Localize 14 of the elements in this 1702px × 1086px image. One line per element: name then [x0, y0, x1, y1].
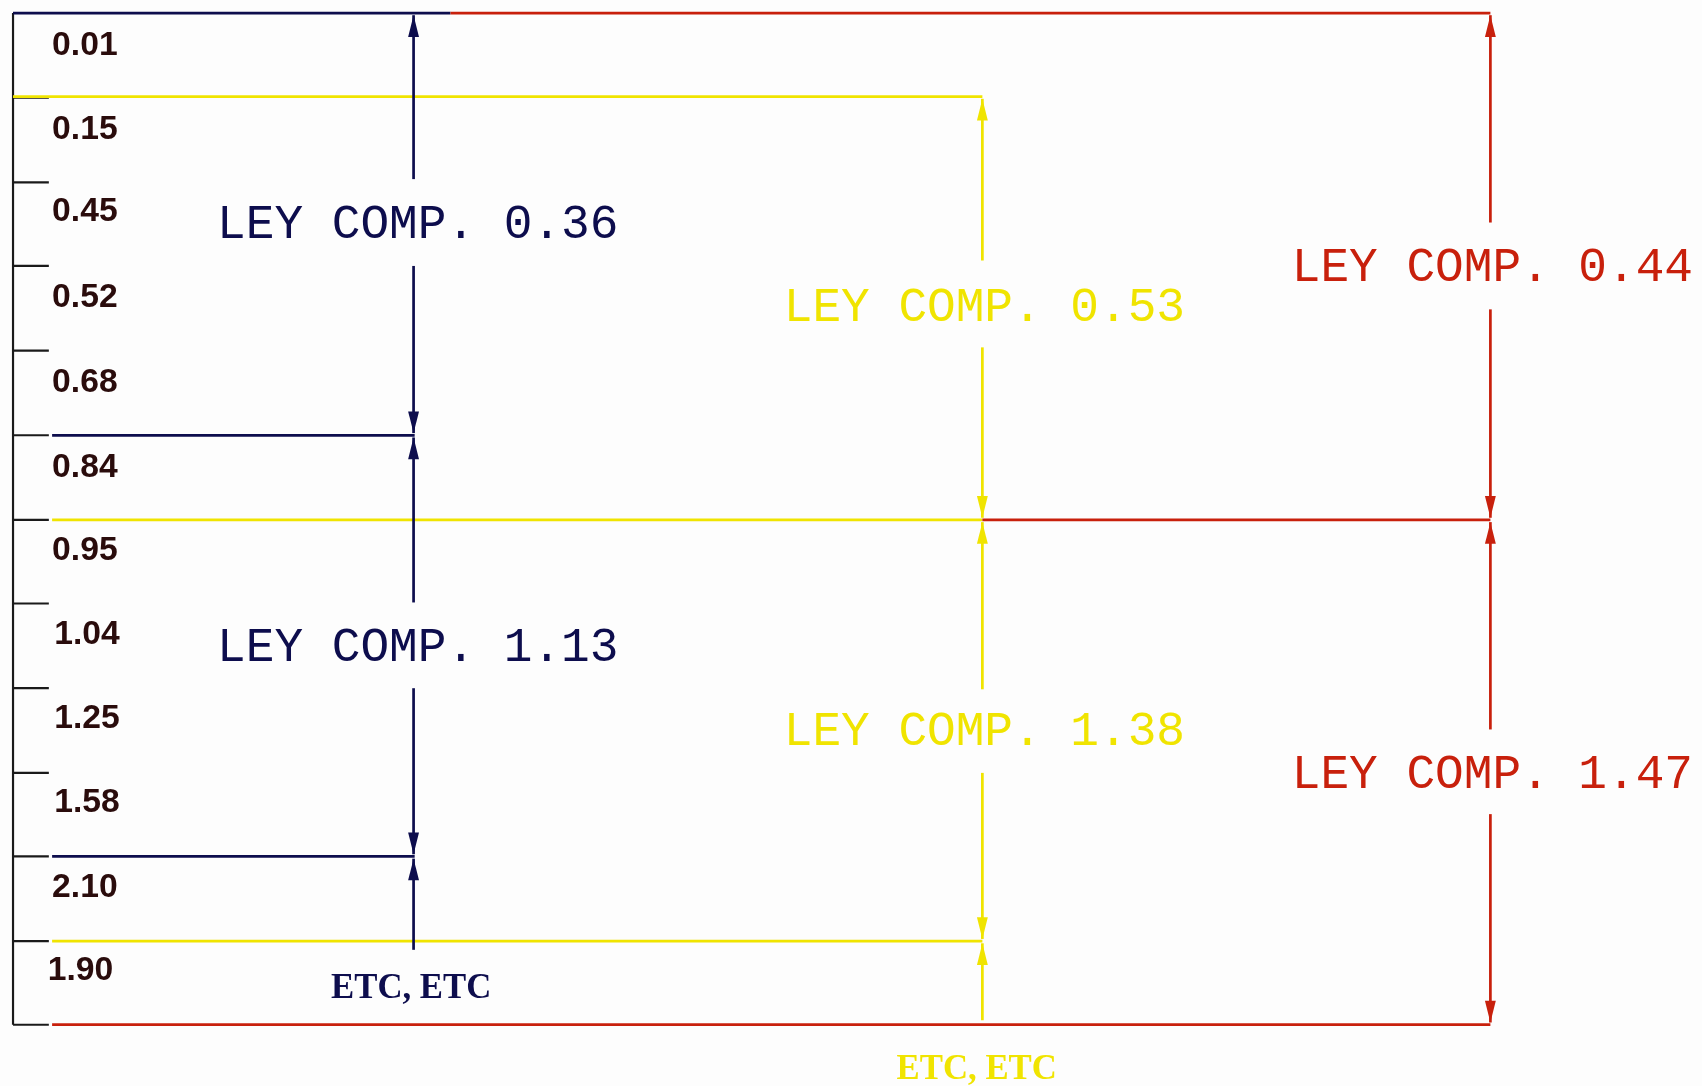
scale-value: 1.04: [54, 615, 120, 650]
scale-value: 0.95: [52, 531, 118, 566]
scale-value: 0.52: [52, 278, 118, 313]
scale-value: 0.84: [52, 448, 118, 482]
scale-value: 2.10: [52, 868, 118, 903]
scale-value: 0.68: [52, 363, 118, 398]
scale-value: 1.58: [54, 783, 120, 818]
scale-value: 0.15: [52, 110, 118, 145]
scale-value: 0.01: [52, 27, 118, 61]
continuation-note: ETC, ETC: [896, 1049, 1057, 1085]
continuation-note: ETC, ETC: [331, 968, 492, 1003]
scale-value: 1.90: [47, 952, 114, 986]
scale-value: 1.25: [54, 700, 120, 734]
scale-value: 0.45: [52, 193, 118, 227]
